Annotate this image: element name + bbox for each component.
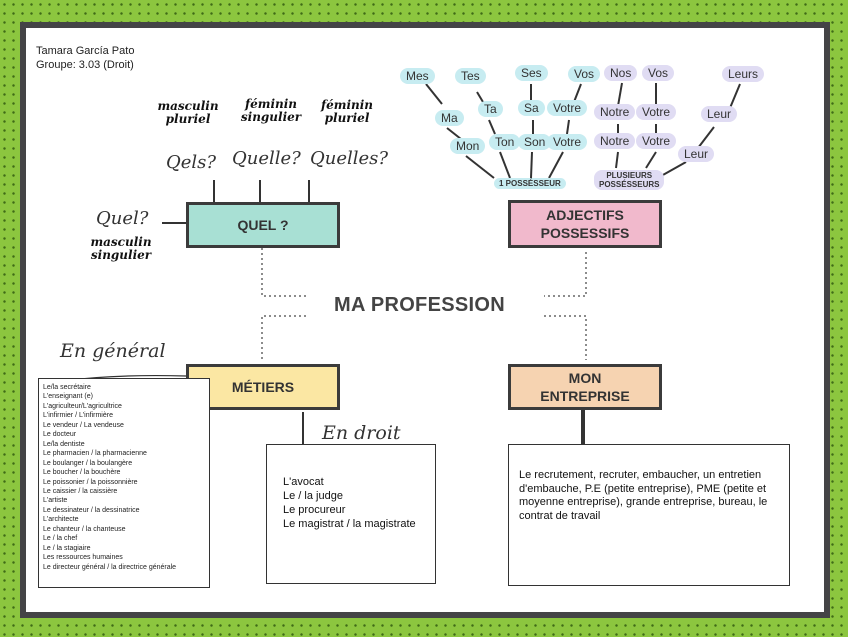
list-item: Le poissonier / la poissonnière xyxy=(43,478,138,486)
list-item: Le / la stagiaire xyxy=(43,544,91,552)
author-group: Groupe: 3.03 (Droit) xyxy=(36,59,134,71)
list-item: Le vendeur / La vendeuse xyxy=(43,421,124,429)
entreprise-vocabulary: Le recrutement, recruter, embaucher, un … xyxy=(508,444,790,586)
possessif-notre-1: Notre xyxy=(594,104,636,120)
possessif-sa: Sa xyxy=(518,100,545,116)
list-item: L'artiste xyxy=(43,497,68,505)
possessif-leurs: Leurs xyxy=(722,66,765,82)
possessif-votre-3: Votre xyxy=(547,134,588,150)
possessif-ta: Ta xyxy=(478,101,503,117)
list-item: Le/la dentiste xyxy=(43,440,85,448)
connector-lines xyxy=(61,82,741,444)
quel-form-quelles: Quelles? xyxy=(310,148,389,169)
list-item: L'enseignant (e) xyxy=(43,393,93,401)
label-en-general: En général xyxy=(60,340,166,362)
list-item: Le / la judge xyxy=(283,490,343,502)
worksheet-page: Tamara García Pato Groupe: 3.03 (Droit) … xyxy=(20,22,830,618)
possessif-mes: Mes xyxy=(400,68,435,84)
possessif-vos-plural: Vos xyxy=(642,65,675,81)
possessif-ses: Ses xyxy=(515,65,548,81)
metiers-droit-list: L'avocat Le / la judge Le procureur Le m… xyxy=(266,444,436,584)
possessif-votre-4: Votre xyxy=(636,133,677,149)
list-item: Le docteur xyxy=(43,431,77,439)
possessif-son: Son xyxy=(518,134,552,150)
possessif-leur-1: Leur xyxy=(701,106,738,122)
possessif-vos-singular: Vos xyxy=(568,66,601,82)
list-item: Les ressources humaines xyxy=(43,554,123,562)
list-item: L'agriculteur/L'agricultrice xyxy=(43,402,122,410)
possessif-tes: Tes xyxy=(455,68,486,84)
central-title: MA PROFESSION xyxy=(334,294,505,316)
tag-one-owner: 1 POSSÉSSEUR xyxy=(494,178,566,189)
list-item: Le directeur général / la directrice gén… xyxy=(43,563,177,571)
list-item: Le magistrat / la magistrate xyxy=(283,518,416,530)
quel-form-quel: Quel? xyxy=(96,208,149,229)
list-item: Le chanteur / la chanteuse xyxy=(43,525,126,533)
possessif-ton: Ton xyxy=(489,134,521,150)
entreprise-box: MON ENTREPRISE xyxy=(508,364,662,410)
possessifs-box: ADJECTIFS POSSESSIFS xyxy=(508,200,662,248)
list-item: L'architecte xyxy=(43,516,79,524)
list-item: L'avocat xyxy=(283,476,324,488)
possessif-nos: Nos xyxy=(604,65,638,81)
list-item: Le/la secrétaire xyxy=(43,384,91,391)
quel-box: QUEL ? xyxy=(186,202,340,248)
label-en-droit: En droit xyxy=(322,422,401,444)
metiers-general-list: Le/la secrétaire L'enseignant (e) L'agri… xyxy=(38,378,210,588)
author-name: Tamara García Pato xyxy=(36,45,135,57)
quel-form-qels: Qels? xyxy=(166,152,217,173)
list-item: Le / la chef xyxy=(43,535,78,543)
possessif-votre-1: Votre xyxy=(547,100,588,116)
entreprise-text: Le recrutement, recruter, embaucher, un … xyxy=(519,469,768,522)
list-item: Le boucher / la bouchère xyxy=(43,469,121,477)
tag-several-owners: PLUSIEURS POSSÉSSEURS xyxy=(594,170,665,190)
author-info: Tamara García Pato Groupe: 3.03 (Droit) xyxy=(36,44,134,72)
possessif-leur-2: Leur xyxy=(678,146,715,162)
list-item: Le dessinateur / la dessinatrice xyxy=(43,506,140,514)
possessif-notre-2: Notre xyxy=(594,133,636,149)
list-item: L'infirmier / L'infirmière xyxy=(43,412,113,420)
list-item: Le procureur xyxy=(283,504,346,516)
possessif-mon: Mon xyxy=(450,138,486,154)
quel-form-quelle: Quelle? xyxy=(232,148,301,169)
possessif-votre-2: Votre xyxy=(636,104,677,120)
list-item: Le caissier / la caissière xyxy=(43,487,118,495)
possessif-ma: Ma xyxy=(435,110,464,126)
list-item: Le boulanger / la boulangère xyxy=(43,459,133,467)
list-item: Le pharmacien / la pharmacienne xyxy=(43,450,147,458)
